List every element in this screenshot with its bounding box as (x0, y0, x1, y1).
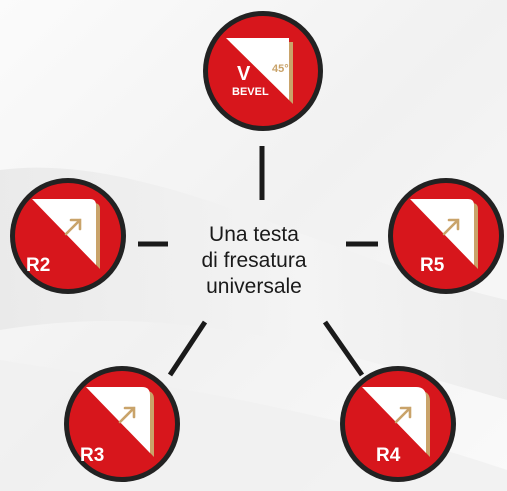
arrow-icon (64, 218, 82, 236)
center-label-line-1: Una testa (209, 223, 299, 246)
center-label-line-2: di fresatura (201, 249, 307, 272)
badge-r4 (340, 366, 456, 482)
center-label: Una testa di fresatura universale (178, 222, 330, 300)
badge-r3 (64, 366, 180, 482)
badge-v-bevel (203, 11, 323, 131)
badge-bevel-label: BEVEL (232, 86, 269, 98)
badge-r4-label: R4 (376, 445, 401, 466)
arrow-icon (118, 406, 136, 424)
badge-angle-label: 45° (272, 63, 289, 75)
badge-r3-label: R3 (80, 445, 105, 466)
connector-bottom-right (322, 320, 365, 377)
arrow-icon (442, 218, 460, 236)
badge-r5-label: R5 (420, 255, 445, 276)
badge-r5 (388, 178, 504, 294)
center-label-line-3: universale (206, 275, 302, 298)
connector-bottom-left (167, 320, 208, 377)
background-swoosh (0, 167, 507, 400)
badge-r2 (10, 178, 126, 294)
badge-r2-label: R2 (26, 255, 51, 276)
badge-v-letter: V (237, 63, 251, 85)
arrow-icon (394, 406, 412, 424)
